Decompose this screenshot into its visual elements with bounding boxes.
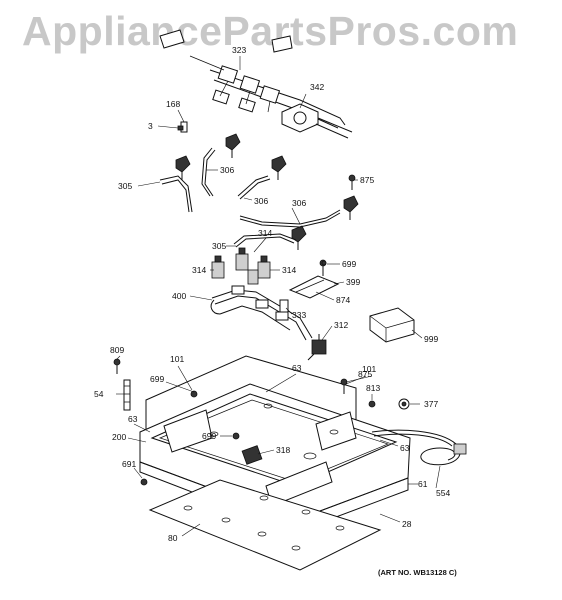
label-306-left: 306: [220, 165, 234, 175]
label-314-left: 314: [192, 265, 206, 275]
label-314-top: 314: [258, 228, 272, 238]
screw-875-top: [348, 174, 356, 190]
label-813: 813: [366, 383, 380, 393]
label-80: 80: [168, 533, 178, 543]
label-305-top: 305: [118, 181, 132, 191]
label-168: 168: [166, 99, 180, 109]
label-318: 318: [276, 445, 290, 455]
label-400: 400: [172, 291, 186, 301]
screw-691: [140, 478, 148, 486]
label-342: 342: [310, 82, 324, 92]
watermark-text: AppliancePartsPros.com: [22, 8, 519, 54]
label-699-center: 699: [202, 431, 216, 441]
label-54: 54: [94, 389, 104, 399]
label-999: 999: [424, 334, 438, 344]
label-61: 61: [418, 479, 428, 489]
label-874: 874: [336, 295, 350, 305]
orifice-holders-row: [175, 133, 359, 250]
label-63-top: 63: [292, 363, 302, 373]
label-875-top: 875: [360, 175, 374, 185]
label-101-right: 101: [362, 364, 376, 374]
leader-lines: [116, 56, 441, 537]
screw-809: [113, 358, 121, 374]
part-labels: 323 342 168 3 305 306 306 306 875 305 31…: [94, 45, 457, 577]
part-drawing-312: [307, 334, 327, 361]
label-699-left: 699: [150, 374, 164, 384]
label-554: 554: [436, 488, 450, 498]
part-drawing-3: [177, 125, 184, 131]
screw-699-center: [232, 432, 240, 440]
screw-699-left: [190, 390, 198, 398]
label-305-mid: 305: [212, 241, 226, 251]
bracket-399: [288, 275, 340, 299]
label-3: 3: [148, 121, 153, 131]
label-314-right: 314: [282, 265, 296, 275]
screw-875-right: [340, 378, 348, 394]
top-clips: [159, 29, 293, 53]
art-number: (ART NO. WB13128 C): [378, 568, 457, 577]
valves-314: [211, 247, 271, 285]
label-809: 809: [110, 345, 124, 355]
label-63-left: 63: [128, 414, 138, 424]
label-63-right: 63: [400, 443, 410, 453]
label-699-top: 699: [342, 259, 356, 269]
screw-699-mid: [321, 260, 327, 266]
label-28: 28: [402, 519, 412, 529]
part-drawing-333: [279, 299, 289, 313]
label-312: 312: [334, 320, 348, 330]
power-cord-554: [371, 429, 467, 466]
part-drawing-342: [281, 103, 353, 139]
label-377: 377: [424, 399, 438, 409]
screw-813: [368, 400, 376, 408]
label-333: 333: [292, 310, 306, 320]
bracket-54: [123, 379, 131, 411]
gas-tubes: [159, 147, 341, 248]
part-drawing-999: [369, 307, 415, 343]
bottom-plate-80: [148, 479, 382, 571]
label-200: 200: [112, 432, 126, 442]
label-691: 691: [122, 459, 136, 469]
clamp-377: [398, 398, 410, 410]
manifold-400: [210, 285, 313, 341]
label-875-right: 875: [358, 369, 372, 379]
label-306-mid: 306: [254, 196, 268, 206]
label-306-right: 306: [292, 198, 306, 208]
part-drawing-323: [189, 55, 346, 129]
burner-hole-row: [209, 403, 339, 437]
label-101-left: 101: [170, 354, 184, 364]
label-323: 323: [232, 45, 246, 55]
label-399: 399: [346, 277, 360, 287]
